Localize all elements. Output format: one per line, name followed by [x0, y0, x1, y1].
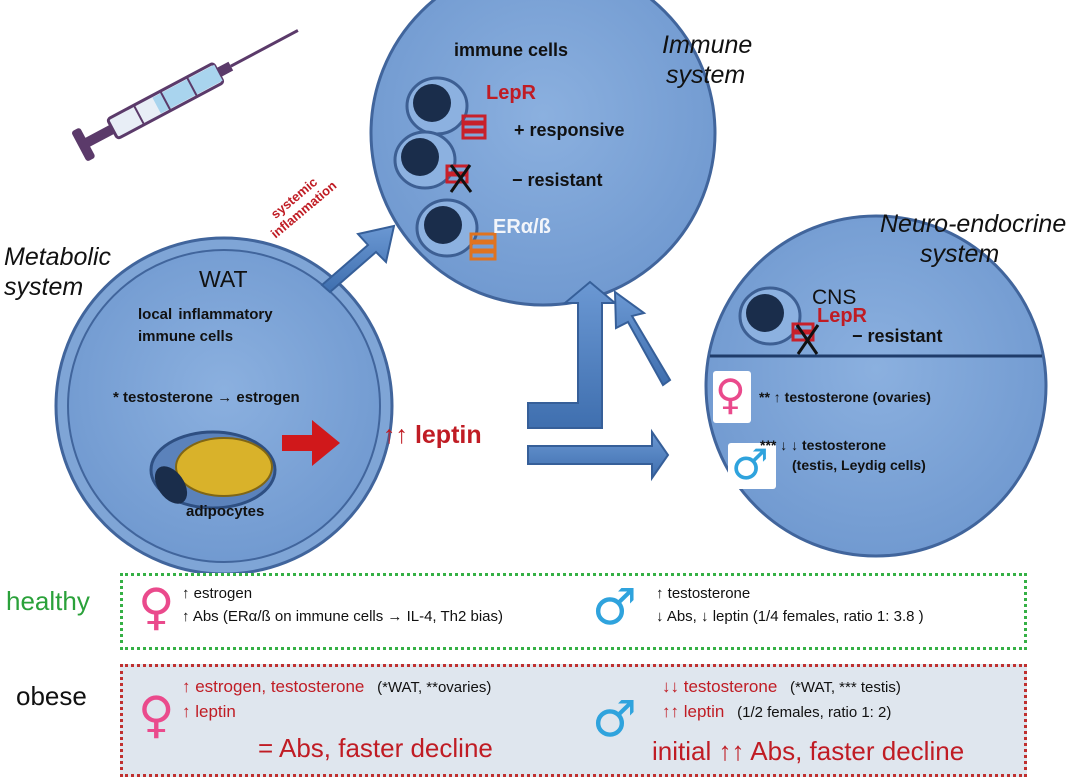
obese-female-line-1-note: (*WAT, **ovaries) — [377, 679, 492, 696]
healthy-male-icon: ♂ — [592, 578, 637, 636]
healthy-female-icon: ♀ — [138, 578, 175, 636]
obese-male-line-2-note: (1/2 females, ratio 1: 2) — [737, 704, 892, 721]
wat-line-3: * testosterone → estrogen — [113, 389, 300, 406]
healthy-female-line-1: ↑ estrogen — [182, 585, 253, 602]
wat-title: WAT — [199, 266, 248, 292]
arrow-leptin-up — [527, 280, 618, 429]
cns-female-symbol-tile: ♀ — [713, 371, 751, 423]
female-symbol-icon: ♀ — [715, 370, 746, 419]
obese-female-icon: ♀ — [138, 686, 175, 744]
obese-male-summary: initial ↑↑ Abs, faster decline — [652, 736, 965, 766]
obese-male-icon: ♂ — [592, 690, 637, 748]
obese-male-line-2-red: ↑↑ leptin — [662, 702, 725, 721]
arrow-leptin-right — [527, 428, 670, 482]
obese-female-line-2: ↑ leptin — [182, 702, 236, 721]
leptin-center-label: ↑↑ leptin — [383, 421, 482, 449]
obese-male-line-1: ↓↓ testosterone (*WAT, *** testis) — [662, 677, 901, 697]
obese-male-line-1-note: (*WAT, *** testis) — [790, 679, 901, 696]
immune-cells-title: immune cells — [454, 40, 569, 60]
obese-female-summary: = Abs, faster decline — [258, 733, 493, 763]
wat-line-1: local inflammatory — [138, 306, 273, 323]
immune-cell-er — [415, 198, 497, 261]
healthy-male-line-2: ↓ Abs, ↓ leptin (1/4 females, ratio 1: 3… — [656, 608, 924, 625]
arrow-wat-to-immune — [320, 224, 396, 294]
syringe-icon — [72, 29, 299, 161]
cns-female-line: ** ↑ testosterone (ovaries) — [759, 389, 931, 405]
healthy-label: healthy — [6, 586, 90, 616]
immune-cell-responsive — [405, 76, 487, 140]
obese-female-line-1-red: ↑ estrogen, testosterone — [182, 677, 365, 696]
wat-line-2: immune cells — [138, 328, 234, 345]
healthy-male-line-1: ↑ testosterone — [656, 585, 751, 602]
immune-cell-resistant — [393, 130, 473, 193]
er-receptor-label: ERα/ß — [493, 216, 551, 238]
obese-male-line-2: ↑↑ leptin (1/2 females, ratio 1: 2) — [662, 702, 891, 722]
cns-male-line-2: (testis, Leydig cells) — [792, 457, 926, 473]
obese-box — [120, 664, 1027, 777]
metabolic-system-label: Metabolic system — [4, 243, 111, 301]
obese-male-line-1-red: ↓↓ testosterone — [662, 677, 778, 696]
immune-system-label: Immune system — [662, 31, 753, 89]
adipocyte-icon — [149, 430, 277, 510]
adipocytes-label: adipocytes — [186, 503, 265, 520]
immune-lepr-label: LepR — [486, 82, 536, 104]
resistant-label: − resistant — [512, 170, 603, 190]
cns-lepr-blocked-icon — [791, 322, 820, 355]
cns-neuron — [738, 286, 820, 355]
cns-male-line-1: *** ↓ ↓ testosterone — [760, 437, 887, 453]
obese-label: obese — [16, 681, 87, 711]
arrow-cns-to-immune — [613, 290, 672, 387]
obese-female-line-1: ↑ estrogen, testosterone (*WAT, **ovarie… — [182, 677, 491, 697]
lepr-receptor-icon — [461, 114, 487, 140]
cns-male-symbol-tile: ♂ — [728, 443, 776, 489]
cns-resistant-label: − resistant — [852, 326, 943, 346]
er-receptor-icon — [469, 232, 497, 261]
healthy-female-line-2: ↑ Abs (ERα/ß on immune cells → IL-4, Th2… — [182, 608, 504, 625]
responsive-label: + responsive — [514, 120, 625, 140]
cns-lepr-label: LepR — [817, 305, 867, 327]
lepr-blocked-icon — [445, 164, 473, 193]
male-symbol-icon: ♂ — [731, 440, 769, 489]
wat-inner-circle — [67, 249, 381, 563]
neuro-endocrine-system-label: Neuro-endocrine system — [880, 210, 1067, 268]
arrow-red-adipocyte — [282, 420, 340, 466]
healthy-box — [120, 573, 1027, 650]
cns-title: CNS — [812, 286, 857, 309]
